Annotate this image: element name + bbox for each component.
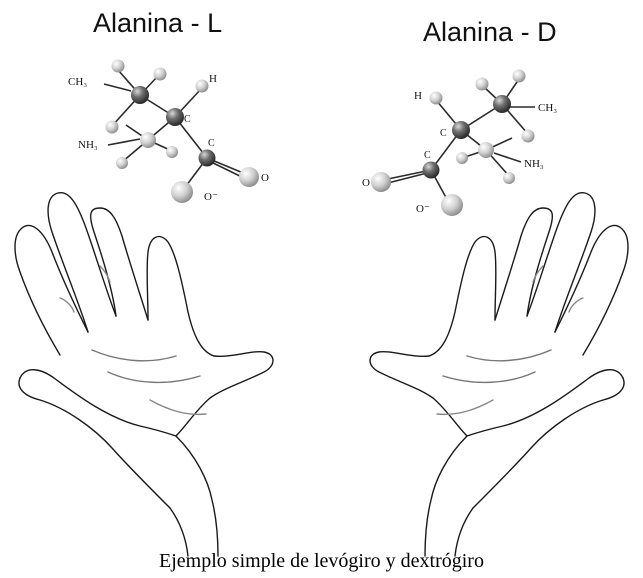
- atom: [166, 146, 178, 158]
- atom: [140, 132, 156, 148]
- atom: [112, 60, 125, 73]
- d-anion-oxygen-label: O⁻: [416, 203, 430, 215]
- d-alanine-molecule: [383, 79, 535, 203]
- d-hydrogen-label: H: [414, 90, 422, 102]
- l-methyl-label: CH₃: [68, 76, 87, 88]
- atom: [154, 68, 167, 81]
- figure-caption: Ejemplo simple de levógiro y dextrógiro: [0, 550, 643, 573]
- atom: [239, 167, 259, 187]
- l-amino-label: NH₃: [78, 139, 98, 151]
- l-alpha-carbon-label: C: [184, 114, 191, 125]
- atom: [171, 181, 193, 203]
- atom: [478, 142, 494, 158]
- atom: [423, 162, 440, 179]
- atom: [456, 152, 468, 164]
- atom: [106, 121, 119, 134]
- atom: [476, 78, 489, 91]
- atom: [503, 172, 515, 184]
- atom: [513, 70, 526, 83]
- left-hand-icon: [15, 193, 273, 556]
- l-hydrogen-label: H: [209, 73, 217, 85]
- d-carboxyl-carbon-label: C: [424, 150, 431, 161]
- l-alanine-labels: CH₃ H C NH₃ C O O⁻: [68, 73, 269, 203]
- l-carboxyl-carbon-label: C: [208, 138, 215, 149]
- atom: [493, 95, 511, 113]
- atom: [441, 194, 463, 216]
- atom: [452, 121, 470, 139]
- l-alanine-molecule: [104, 70, 248, 190]
- atom: [166, 108, 184, 126]
- l-carbonyl-oxygen-label: O: [261, 172, 269, 184]
- atom: [199, 150, 216, 167]
- l-anion-oxygen-label: O⁻: [204, 191, 218, 203]
- atom: [196, 80, 209, 93]
- atom: [116, 157, 128, 169]
- atom: [131, 86, 149, 104]
- d-carbonyl-oxygen-label: O: [362, 177, 370, 189]
- d-alpha-carbon-label: C: [440, 128, 447, 139]
- atom: [430, 92, 443, 105]
- atom: [371, 172, 391, 192]
- atom: [522, 130, 535, 143]
- d-methyl-label: CH₃: [538, 102, 557, 114]
- right-hand-icon: [370, 193, 628, 556]
- d-amino-label: NH₃: [524, 158, 544, 170]
